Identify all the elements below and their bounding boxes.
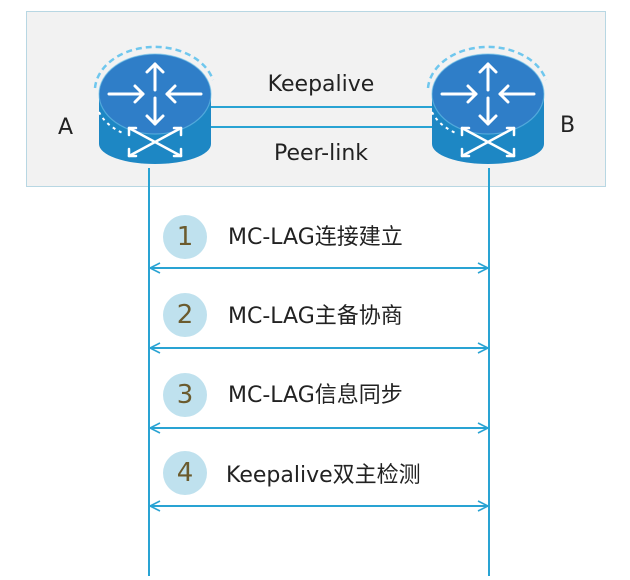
- step-label: MC-LAG主备协商: [228, 304, 403, 329]
- router-icon: [93, 45, 215, 166]
- keepalive-label: Keepalive: [267, 72, 375, 97]
- peer-link-label: Peer-link: [273, 141, 369, 166]
- step-label: MC-LAG连接建立: [228, 225, 403, 250]
- step-number-badge: 4: [163, 451, 207, 495]
- step-number-badge: 2: [163, 293, 207, 337]
- step-number-badge: 1: [163, 215, 207, 259]
- node-a-label: A: [58, 115, 74, 140]
- step-number-badge: 3: [163, 373, 207, 417]
- step-label: Keepalive双主检测: [226, 463, 421, 488]
- step-label: MC-LAG信息同步: [228, 383, 403, 408]
- node-b-label: B: [560, 113, 576, 138]
- router-icon: [426, 45, 548, 166]
